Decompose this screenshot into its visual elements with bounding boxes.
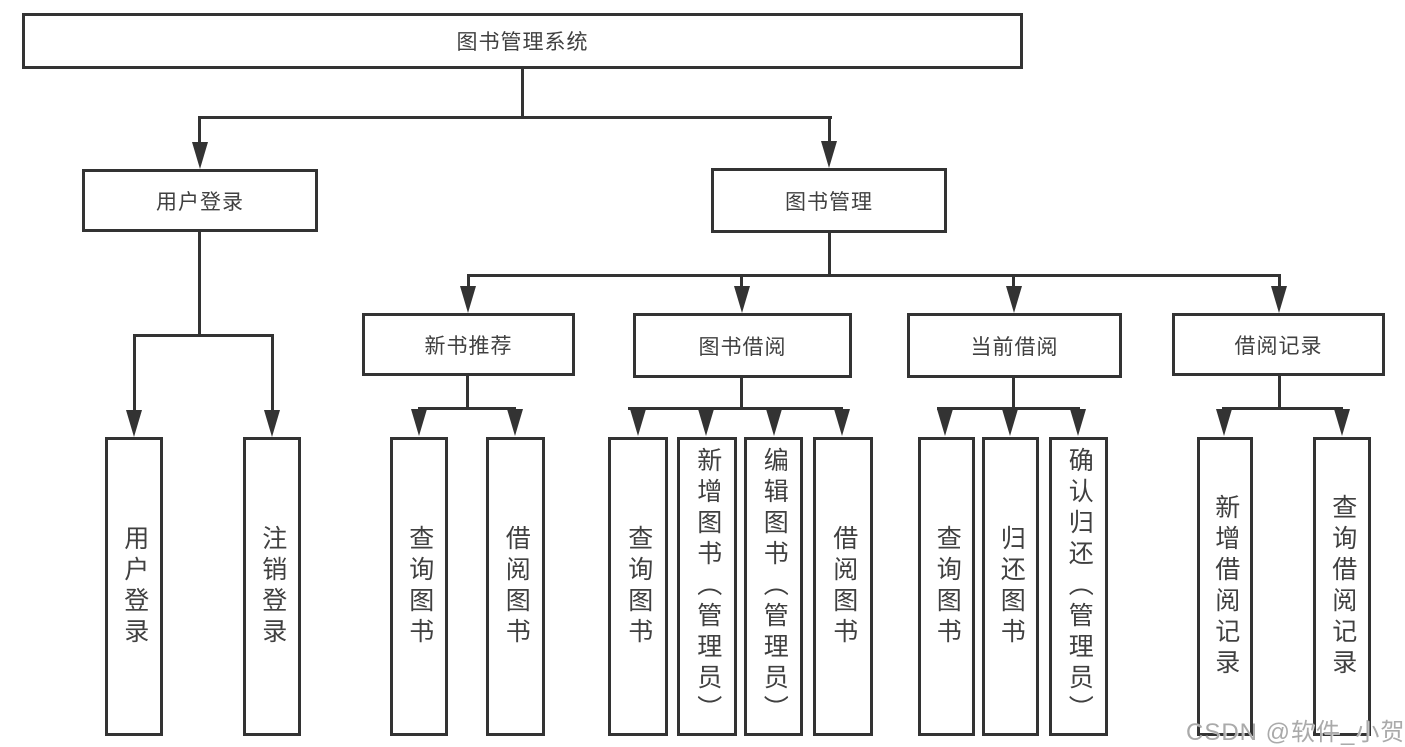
- arrowhead-user-login-leaf: [126, 410, 142, 437]
- edge-to-book-borrowing: [740, 274, 743, 290]
- edge-to-user-login: [198, 116, 201, 148]
- edge-to-user-login-leaf: [133, 334, 136, 414]
- edge-borrowing-records-stem: [1278, 375, 1281, 409]
- node-label: 用户登录: [156, 190, 244, 214]
- edge-new-book-stem: [466, 376, 469, 409]
- edge-root-hbar: [198, 116, 832, 119]
- edge-root-stem: [521, 66, 524, 119]
- edge-user-login-stem: [198, 229, 201, 337]
- node-label: 图书管理: [785, 190, 873, 214]
- node-label: 借阅记录: [1234, 334, 1323, 358]
- node-label: 归还图书: [997, 524, 1026, 649]
- node-label: 新增借阅记录: [1211, 493, 1240, 680]
- node-label: 查询图书: [624, 524, 653, 649]
- node-label: 查询图书: [405, 524, 434, 649]
- node-book-management: 图书管理: [711, 168, 947, 233]
- node-borrow-books-borrowing: 借阅图书: [813, 437, 873, 736]
- arrowhead-user-login: [192, 142, 208, 169]
- arrowhead-book-management: [821, 141, 837, 168]
- edge-user-login-hbar: [133, 334, 274, 337]
- arrowhead-new-book: [460, 286, 476, 313]
- arrowhead-query-books-current: [937, 409, 953, 436]
- arrowhead-query-books-borrowing: [630, 409, 646, 436]
- arrowhead-query-books-recommend: [411, 409, 427, 436]
- node-label: 注销登录: [258, 524, 287, 649]
- node-label: 新增图书（管理员）: [693, 447, 722, 726]
- arrowhead-logout: [264, 410, 280, 437]
- node-borrow-books-recommend: 借阅图书: [486, 437, 545, 736]
- node-query-books-borrowing: 查询图书: [608, 437, 668, 736]
- node-new-book-recommendation: 新书推荐: [362, 313, 575, 376]
- node-label: 当前借阅: [970, 335, 1059, 359]
- node-add-books-admin: 新增图书（管理员）: [677, 437, 737, 736]
- edge-to-new-book: [467, 274, 470, 290]
- edge-to-borrowing-records: [1278, 274, 1281, 290]
- node-label: 确认归还（管理员）: [1065, 447, 1094, 726]
- node-current-borrowing: 当前借阅: [907, 313, 1122, 378]
- node-edit-books-admin: 编辑图书（管理员）: [744, 437, 803, 736]
- arrowhead-borrowing-records: [1271, 286, 1287, 313]
- edge-borrowing-records-hbar: [1222, 407, 1343, 410]
- node-label: 查询图书: [933, 524, 962, 649]
- edge-to-logout: [271, 334, 274, 414]
- node-user-login-leaf: 用户登录: [105, 437, 163, 736]
- node-borrowing-records: 借阅记录: [1172, 313, 1385, 376]
- edge-current-borrowing-stem: [1012, 378, 1015, 409]
- edge-book-borrowing-stem: [740, 378, 743, 409]
- arrowhead-confirm-return-admin: [1070, 409, 1086, 436]
- node-add-borrow-record: 新增借阅记录: [1197, 437, 1253, 736]
- edge-book-borrowing-hbar: [628, 407, 843, 410]
- node-label: 借阅图书: [502, 524, 531, 649]
- arrowhead-borrow-books-borrowing: [834, 409, 850, 436]
- arrowhead-current-borrowing: [1006, 286, 1022, 313]
- watermark-text: CSDN @软件_小贺同学: [1186, 719, 1405, 746]
- node-label: 图书借阅: [698, 335, 787, 359]
- node-library-management-system: 图书管理系统: [22, 13, 1023, 69]
- node-confirm-return-admin: 确认归还（管理员）: [1049, 437, 1108, 736]
- node-book-borrowing: 图书借阅: [633, 313, 852, 378]
- node-query-books-current: 查询图书: [918, 437, 975, 736]
- node-query-borrow-record: 查询借阅记录: [1313, 437, 1371, 736]
- edge-book-management-stem: [828, 230, 831, 277]
- node-label: 新书推荐: [424, 334, 513, 358]
- node-label: 编辑图书（管理员）: [760, 447, 789, 726]
- arrowhead-query-borrow-record: [1334, 409, 1350, 436]
- arrowhead-add-borrow-record: [1216, 409, 1232, 436]
- node-user-login: 用户登录: [82, 169, 318, 232]
- node-label: 图书管理系统: [456, 31, 589, 54]
- node-return-books: 归还图书: [982, 437, 1039, 736]
- node-label: 查询借阅记录: [1328, 493, 1357, 680]
- node-query-books-recommend: 查询图书: [390, 437, 448, 736]
- node-label: 借阅图书: [829, 524, 858, 649]
- edge-to-book-management: [828, 116, 831, 148]
- arrowhead-edit-books-admin: [766, 409, 782, 436]
- edge-level3-hbar: [467, 274, 1281, 277]
- arrowhead-borrow-books-recommend: [507, 409, 523, 436]
- arrowhead-return-books: [1002, 409, 1018, 436]
- arrowhead-add-books-admin: [698, 409, 714, 436]
- edge-new-book-hbar: [418, 407, 516, 410]
- edge-current-borrowing-hbar: [937, 407, 1080, 410]
- node-logout: 注销登录: [243, 437, 301, 736]
- edge-to-current-borrowing: [1012, 274, 1015, 290]
- node-label: 用户登录: [120, 524, 149, 649]
- arrowhead-book-borrowing: [734, 286, 750, 313]
